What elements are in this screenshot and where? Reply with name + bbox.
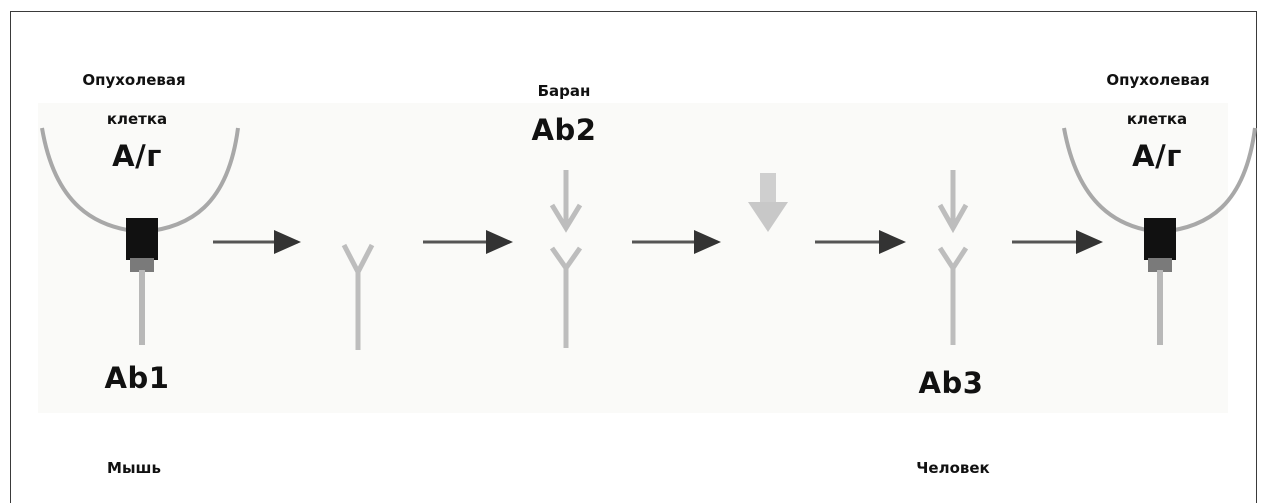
ab2-anti-idiotype: [549, 170, 583, 348]
right-antigen-label: А/г: [1132, 139, 1182, 173]
ab3-species-label: Человек: [916, 459, 990, 477]
right-cell-label-line1: Опухолевая: [1106, 71, 1210, 89]
background-band: [38, 103, 1228, 413]
left-antigen-label: А/г: [112, 139, 162, 173]
ab2-label: Ab2: [531, 113, 597, 147]
ab3-label: Ab3: [918, 366, 984, 400]
left-cell-label-line2: клетка: [106, 110, 168, 128]
ab2-species-label: Баран: [537, 82, 591, 100]
ab2-free: [748, 173, 788, 232]
left-cell-label-line1: Опухолевая: [82, 71, 186, 89]
diagram-frame: [10, 11, 1257, 503]
ab1-antibody: [126, 218, 158, 345]
free-antibody-y: [341, 243, 375, 350]
ab1-label: Ab1: [104, 361, 170, 395]
right-cell-label-line2: клетка: [1126, 110, 1188, 128]
ab3-bound-antibody: [1144, 218, 1176, 345]
ab3-antibody: [937, 170, 969, 345]
ab1-species-label: Мышь: [107, 459, 161, 477]
